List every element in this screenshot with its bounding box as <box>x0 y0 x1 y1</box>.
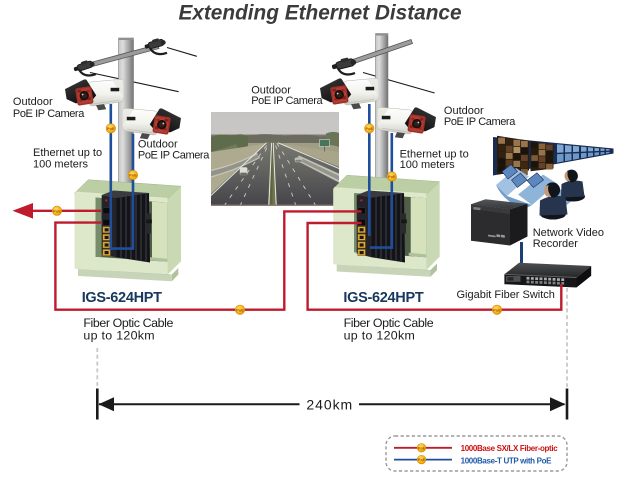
svg-text:Outdoor: Outdoor <box>138 138 178 150</box>
svg-text:1000Base-T UTP with PoE: 1000Base-T UTP with PoE <box>461 456 553 465</box>
svg-text:Network Video: Network Video <box>533 227 604 239</box>
svg-text:Outdoor: Outdoor <box>444 105 484 117</box>
svg-text:Ethernet up to: Ethernet up to <box>33 147 102 159</box>
svg-text:Ethernet up to: Ethernet up to <box>400 148 469 160</box>
svg-text:Extending Ethernet Distance: Extending Ethernet Distance <box>178 1 461 24</box>
svg-text:Recorder: Recorder <box>533 238 579 250</box>
svg-text:1000Base SX/LX Fiber-optic: 1000Base SX/LX Fiber-optic <box>461 444 559 453</box>
svg-text:Outdoor: Outdoor <box>251 84 291 96</box>
svg-text:PoE IP Camera: PoE IP Camera <box>138 149 210 161</box>
svg-text:IGS-624HPT: IGS-624HPT <box>343 290 423 306</box>
svg-text:100 meters: 100 meters <box>400 159 456 171</box>
svg-text:up to 120km: up to 120km <box>344 329 416 343</box>
svg-text:Gigabit Fiber Switch: Gigabit Fiber Switch <box>457 289 555 301</box>
svg-text:PoE IP Camera: PoE IP Camera <box>251 95 323 107</box>
svg-text:PoE IP Camera: PoE IP Camera <box>444 116 516 128</box>
svg-text:PoE IP Camera: PoE IP Camera <box>13 108 85 120</box>
svg-text:100 meters: 100 meters <box>33 159 89 171</box>
svg-text:240km: 240km <box>306 396 353 412</box>
svg-text:Fiber Optic Cable: Fiber Optic Cable <box>83 316 173 330</box>
svg-text:Outdoor: Outdoor <box>13 96 53 108</box>
svg-text:up to 120km: up to 120km <box>83 329 154 343</box>
svg-text:IGS-624HPT: IGS-624HPT <box>82 290 162 306</box>
svg-text:Fiber Optic Cable: Fiber Optic Cable <box>344 316 434 330</box>
